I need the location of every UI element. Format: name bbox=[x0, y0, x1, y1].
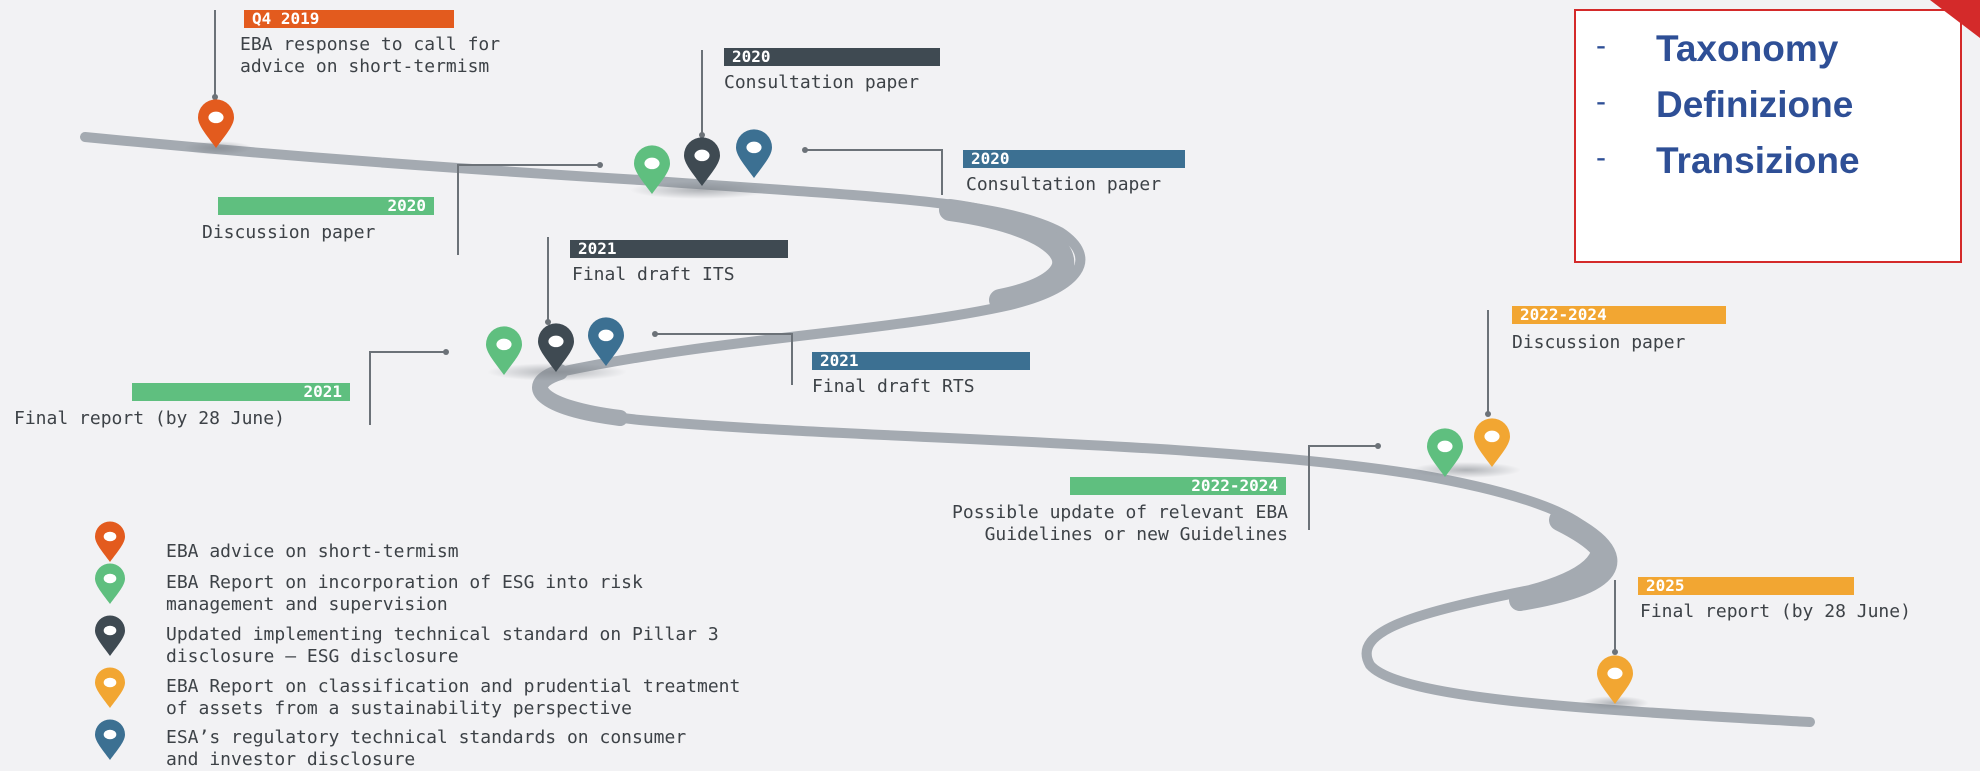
legend-pin-icon bbox=[95, 521, 126, 562]
pin-yellow bbox=[1474, 418, 1510, 467]
legend-pin-icon bbox=[95, 615, 126, 656]
milestone-label-consultation-b: Consultation paper bbox=[966, 174, 1162, 195]
milestone-label-final-report-a: Final report (by 28 June) bbox=[14, 408, 285, 429]
year-bar-2020-b: 2020 bbox=[963, 150, 1185, 168]
milestone-label-discussion-a: Discussion paper bbox=[202, 222, 376, 243]
year-bar-2021-b: 2021 bbox=[812, 352, 1030, 370]
legend-item-short-termism: EBA advice on short-termism bbox=[166, 541, 459, 562]
callout-dash: - bbox=[1596, 141, 1606, 174]
year-bar-2021-c: 2021 bbox=[132, 383, 350, 401]
callout-dash: - bbox=[1596, 29, 1606, 62]
milestone-label-discussion-b: Discussion paper bbox=[1512, 332, 1686, 353]
year-bar-2020-a: 2020 bbox=[724, 48, 940, 66]
pin-blue bbox=[588, 317, 624, 366]
legend-item-classification: EBA Report on classification and prudent… bbox=[166, 676, 741, 719]
legend-item-esa-rts: ESA’s regulatory technical standards on … bbox=[166, 727, 687, 770]
pin-orange-red bbox=[198, 99, 234, 148]
callout-dash: - bbox=[1596, 85, 1606, 118]
legend-item-esg-risk: EBA Report on incorporation of ESG into … bbox=[166, 572, 643, 615]
legend-pin-icon bbox=[95, 563, 126, 604]
pin-green bbox=[634, 145, 670, 194]
year-bar-2025: 2025 bbox=[1638, 577, 1854, 595]
pin-blue bbox=[736, 129, 772, 178]
year-bar-2022-2024-a: 2022-2024 bbox=[1512, 306, 1726, 324]
year-bar-2020-c: 2020 bbox=[218, 197, 434, 215]
pin-green bbox=[1427, 428, 1463, 477]
callout-item-definizione: Definizione bbox=[1656, 84, 1854, 125]
pin-green bbox=[486, 326, 522, 375]
milestone-label-consultation-a: Consultation paper bbox=[724, 72, 920, 93]
year-bar-2022-2024-b: 2022-2024 bbox=[1070, 477, 1286, 495]
pin-dark bbox=[538, 323, 574, 372]
callout-item-taxonomy: Taxonomy bbox=[1656, 28, 1839, 69]
legend-item-pillar3: Updated implementing technical standard … bbox=[166, 624, 719, 667]
legend-pin-icon bbox=[95, 719, 126, 760]
milestone-label-final-its: Final draft ITS bbox=[572, 264, 735, 285]
callout-box: - Taxonomy - Definizione - Transizione bbox=[1574, 9, 1962, 263]
year-bar-q4-2019: Q4 2019 bbox=[244, 10, 454, 28]
pin-dark bbox=[684, 137, 720, 186]
milestone-label-final-report-b: Final report (by 28 June) bbox=[1640, 601, 1911, 622]
callout-item-transizione: Transizione bbox=[1656, 140, 1860, 181]
pin-yellow bbox=[1597, 655, 1633, 704]
legend-pin-icon bbox=[95, 667, 126, 708]
year-bar-2021-a: 2021 bbox=[570, 240, 788, 258]
corner-stamp bbox=[1890, 0, 1980, 50]
milestone-label-final-rts: Final draft RTS bbox=[812, 376, 975, 397]
leader-lines bbox=[214, 10, 1616, 652]
